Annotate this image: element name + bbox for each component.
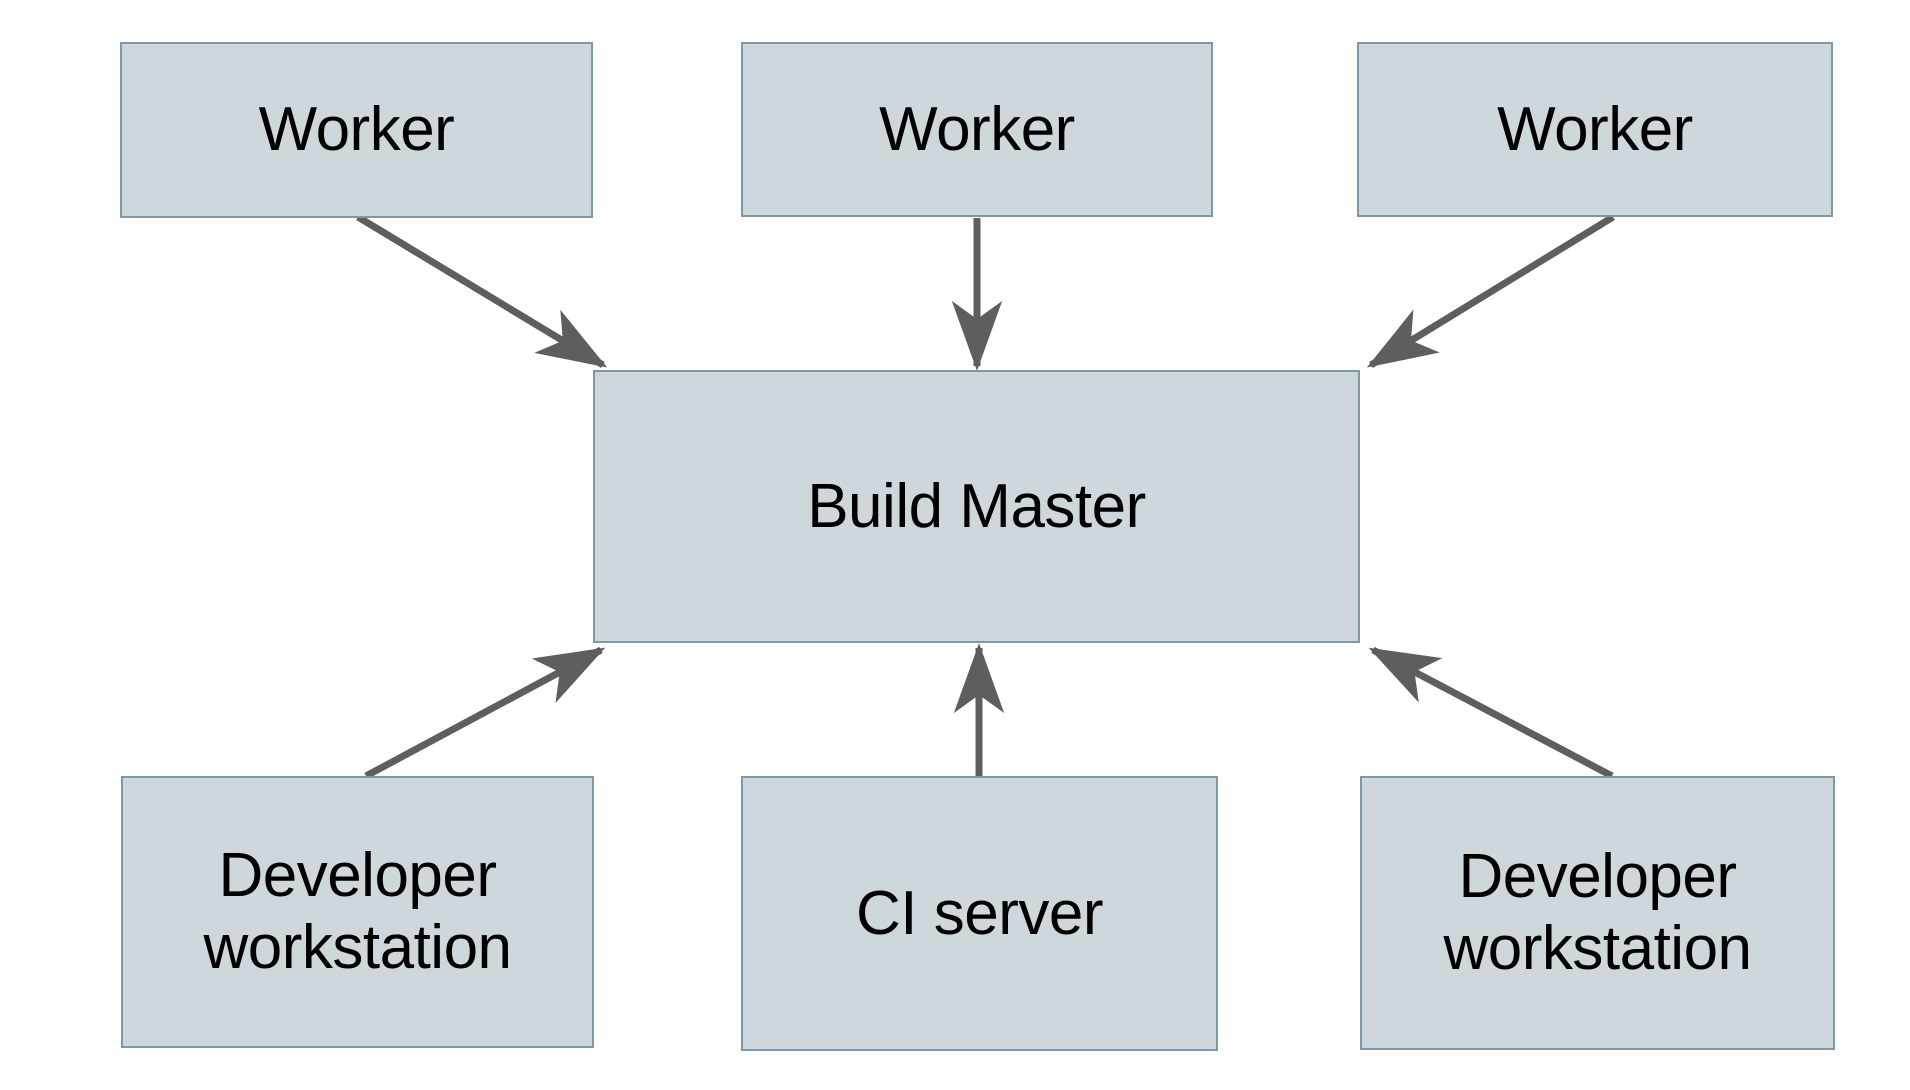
node-label-worker-3: Worker — [1497, 94, 1693, 164]
node-worker-3[interactable]: Worker — [1357, 42, 1833, 217]
edge-dev-right-to-build-master — [1368, 646, 1614, 780]
node-label-dev-workstation-left: Developer workstation — [203, 841, 512, 982]
node-worker-2[interactable]: Worker — [741, 42, 1213, 217]
node-build-master[interactable]: Build Master — [593, 370, 1360, 643]
edge-dev-left-to-build-master — [364, 646, 606, 780]
node-dev-workstation-left[interactable]: Developer workstation — [121, 776, 594, 1048]
edge-worker-1-to-build-master — [356, 214, 608, 368]
node-label-ci-server: CI server — [856, 878, 1103, 948]
node-label-dev-workstation-right: Developer workstation — [1443, 842, 1752, 983]
node-label-worker-2: Worker — [879, 94, 1075, 164]
node-dev-workstation-right[interactable]: Developer workstation — [1360, 776, 1835, 1050]
node-label-worker-1: Worker — [258, 95, 455, 165]
node-ci-server[interactable]: CI server — [741, 776, 1218, 1051]
node-label-build-master: Build Master — [807, 471, 1146, 541]
node-worker-1[interactable]: Worker — [120, 42, 593, 218]
edge-worker-3-to-build-master — [1366, 214, 1615, 368]
